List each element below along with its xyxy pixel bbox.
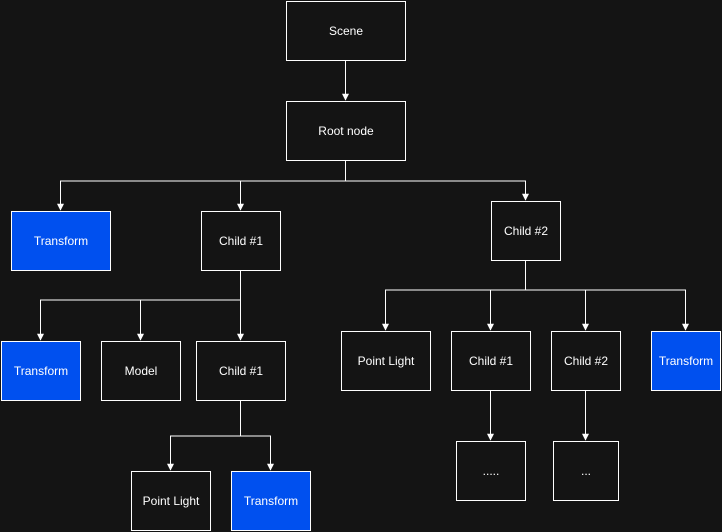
node-label-child2-child1: Child #1 <box>469 354 513 368</box>
node-child2-transform: Transform <box>651 331 721 391</box>
node-child1-transform: Transform <box>1 341 81 401</box>
node-label-root: Root node <box>318 124 374 138</box>
node-box-child1 <box>201 211 281 271</box>
node-label-root-transform: Transform <box>34 234 88 248</box>
node-root-transform: Transform <box>11 211 111 271</box>
node-label-child1-child1-transform: Transform <box>244 494 298 508</box>
edge-child2-to-child2_child1 <box>487 260 526 331</box>
node-child1-child1-transform: Transform <box>231 471 311 531</box>
node-label-scene: Scene <box>329 24 363 38</box>
transform-box-root-transform <box>11 211 111 271</box>
node-label-child2-child2: Child #2 <box>564 354 608 368</box>
edge-child2-to-child2_child2 <box>525 260 589 331</box>
node-box-child1-child1-light <box>131 471 211 531</box>
node-label-child2-light: Point Light <box>358 354 415 368</box>
node-label-child1-model: Model <box>125 364 158 378</box>
edge-child2-to-child2_transform <box>525 260 689 331</box>
node-box-child2 <box>491 201 561 261</box>
node-label-child2-transform: Transform <box>659 354 713 368</box>
transform-box-child1-child1-transform <box>231 471 311 531</box>
node-child1-model: Model <box>101 341 181 401</box>
node-child2-light: Point Light <box>341 331 431 391</box>
edge-root-to-child1 <box>237 160 346 211</box>
node-child1-child1-light: Point Light <box>131 471 211 531</box>
node-child2-child2: Child #2 <box>551 331 621 391</box>
node-label-child2: Child #2 <box>504 224 548 238</box>
node-label-child2-child1-more: ..... <box>483 464 500 478</box>
node-box-child2-child1 <box>451 331 531 391</box>
node-label-child2-child2-more: ... <box>581 464 591 478</box>
node-box-root <box>286 101 406 161</box>
node-label-child1: Child #1 <box>219 234 263 248</box>
node-child2-child1-more: ..... <box>456 441 526 501</box>
edge-root-to-child2 <box>345 160 529 201</box>
node-box-child1-model <box>101 341 181 401</box>
node-box-child2-light <box>341 331 431 391</box>
node-box-child1-child1 <box>196 341 286 401</box>
edges-layer <box>37 60 689 471</box>
edge-child1_child1-to-child1_child1_transform <box>240 400 274 471</box>
node-child1-child1: Child #1 <box>196 341 286 401</box>
edge-child1_child1-to-child1_child1_light <box>167 400 241 471</box>
node-box-child2-child2 <box>551 331 621 391</box>
edge-child1-to-child1_model <box>137 270 241 341</box>
node-label-child1-transform: Transform <box>14 364 68 378</box>
node-box-child2-child1-more <box>456 441 526 501</box>
node-child2-child1: Child #1 <box>451 331 531 391</box>
node-child2-child2-more: ... <box>553 441 619 501</box>
node-box-child2-child2-more <box>553 441 619 501</box>
node-root: Root node <box>286 101 406 161</box>
transform-box-child2-transform <box>651 331 721 391</box>
edge-root-to-root_transform <box>57 160 346 211</box>
transform-box-child1-transform <box>1 341 81 401</box>
node-box-scene <box>286 1 406 61</box>
node-label-child1-child1-light: Point Light <box>143 494 200 508</box>
node-child2: Child #2 <box>491 201 561 261</box>
node-scene: Scene <box>286 1 406 61</box>
node-child1: Child #1 <box>201 211 281 271</box>
node-label-child1-child1: Child #1 <box>219 364 263 378</box>
edge-child2-to-child2_light <box>382 260 526 331</box>
